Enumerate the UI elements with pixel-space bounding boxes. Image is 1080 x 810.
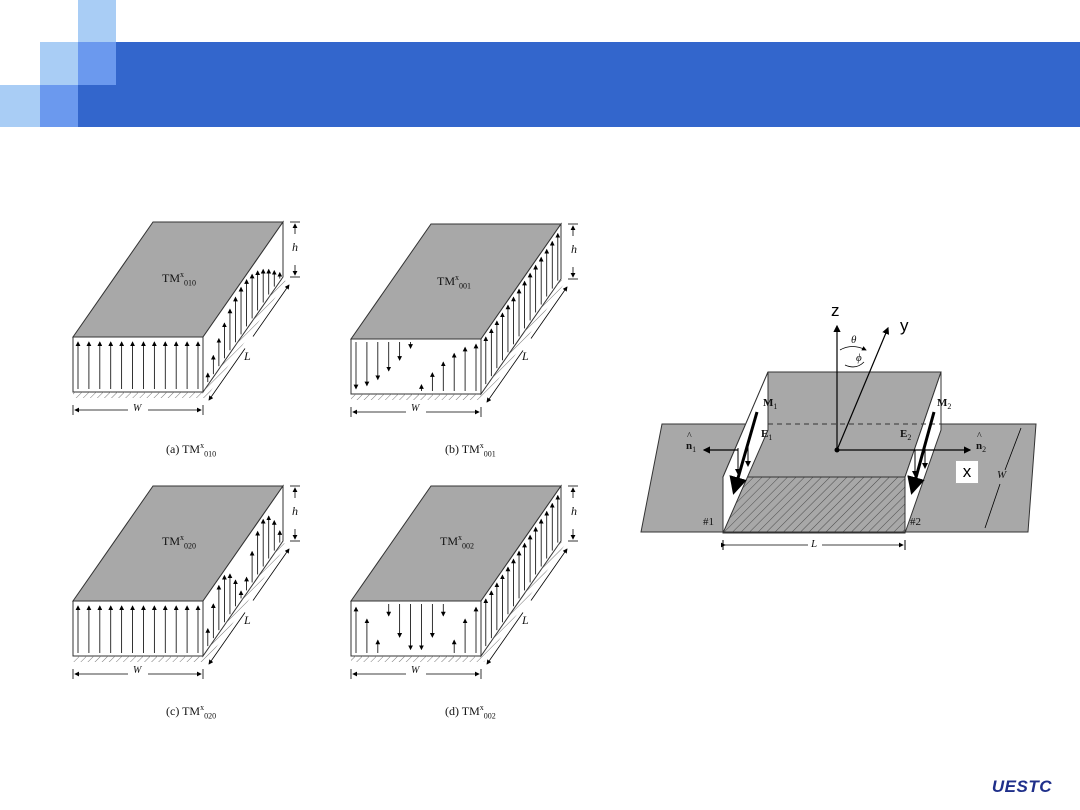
header-square-4 (0, 85, 40, 127)
dim-line (252, 548, 290, 601)
slot-width-label: W (997, 469, 1007, 481)
dim-l-b: L (522, 349, 529, 363)
cavity-front-face (350, 600, 482, 657)
cavity-ground-hatch (351, 279, 564, 400)
header-banner (78, 42, 1080, 127)
slot-2-label: #2 (910, 516, 921, 528)
axis-z-label: z (831, 301, 840, 320)
caption-d: (d) TMx002 (445, 703, 496, 721)
dim-line (486, 350, 524, 403)
dim-w-c: W (133, 665, 142, 676)
dim-h-a: h (292, 240, 298, 254)
slot-diagram (640, 324, 1037, 550)
patch-front-face (722, 476, 906, 534)
y-axis (836, 326, 890, 451)
dim-w-b: W (411, 403, 420, 414)
cavity-front-face (72, 336, 204, 393)
dim-h-d: h (571, 504, 577, 518)
e2-label: E2 (900, 428, 912, 443)
dim-l-d: L (522, 613, 529, 627)
caption-b: (b) TMx001 (445, 441, 496, 459)
cavity-label-a: TMx010 (162, 270, 196, 288)
n2-label: ^n2 (976, 431, 987, 455)
e1-label: E1 (761, 428, 773, 443)
slot-1-label: #1 (703, 516, 714, 528)
header-square-2 (40, 42, 78, 85)
caption-c: (c) TMx020 (166, 703, 217, 721)
m1-label: M1 (763, 397, 778, 412)
m2-arrow (907, 411, 936, 495)
cavity-ground-hatch (351, 541, 564, 662)
dim-l-a: L (244, 349, 251, 363)
header-square-1 (78, 0, 116, 42)
cavity-label-c: TMx020 (162, 533, 196, 551)
slot-length-label: L (811, 538, 818, 550)
cavity-label-b: TMx001 (437, 273, 471, 291)
dim-w-d: W (411, 665, 420, 676)
cavity-front-face (72, 600, 204, 657)
dim-line (530, 548, 568, 601)
n1-label: ^n1 (686, 431, 697, 455)
dim-h-b: h (571, 242, 577, 256)
header-square-5 (40, 85, 78, 127)
dim-l-c: L (244, 613, 251, 627)
dim-w-a: W (133, 403, 142, 414)
cavity-label-d: TMx002 (440, 533, 474, 551)
theta-label: θ (851, 334, 857, 346)
dim-h-c: h (292, 504, 298, 518)
axis-x-label: x (955, 460, 979, 484)
caption-a: (a) TMx010 (166, 441, 217, 459)
phi-label: ϕ (856, 352, 862, 364)
m1-arrow (729, 411, 759, 495)
cavity-front-face (350, 338, 482, 395)
cavity-ground-hatch (73, 277, 286, 398)
header-square-3 (78, 42, 116, 85)
dim-line (208, 348, 246, 401)
uestc-logo: UESTC (991, 777, 1052, 796)
dim-line (208, 612, 246, 665)
m2-label: M2 (937, 397, 952, 412)
dim-line (252, 284, 290, 337)
cavity-ground-hatch (73, 541, 286, 662)
dim-line (530, 286, 568, 339)
cavity-figures (72, 220, 578, 679)
axis-y-label: y (900, 316, 909, 335)
dim-line (486, 612, 524, 665)
